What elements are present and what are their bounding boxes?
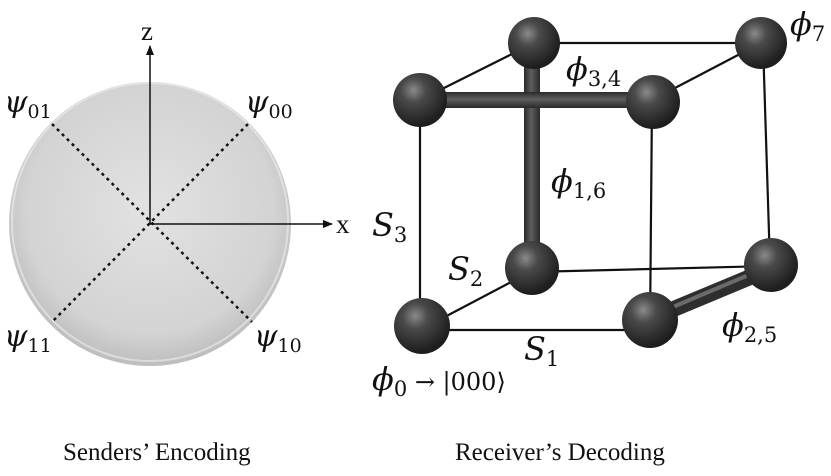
s1-label: S1: [524, 330, 559, 371]
s2-label: S2: [448, 250, 483, 291]
decoding-caption: Receiver’s Decoding: [455, 439, 665, 466]
node-front-top-left: [393, 73, 447, 127]
diagonal-psi01-psi10: [51, 123, 253, 323]
diagonal-psi00-psi11: [51, 123, 249, 323]
node-front-top-right: [626, 75, 680, 129]
edge-back-right: [761, 42, 772, 266]
node-back-top-right: [735, 17, 787, 69]
node-back-bottom-left: [505, 241, 559, 295]
node-front-bottom-right: [622, 292, 678, 348]
node-front-bottom-left: [394, 298, 450, 354]
phi16-label: ϕ1,6: [551, 162, 606, 203]
node-back-bottom-right: [744, 238, 798, 292]
rod-phi34: [424, 92, 652, 108]
encoding-caption: Senders’ Encoding: [63, 439, 251, 466]
phi7-label: ϕ7: [790, 5, 825, 46]
node-back-top-left: [508, 17, 560, 69]
edge-back-bottom: [529, 264, 771, 274]
s3-label: S3: [372, 206, 407, 247]
phi25-label: ϕ2,5: [722, 306, 777, 347]
z-axis-label: z: [141, 16, 153, 46]
decoding-panel: ϕ3,4 ϕ7 ϕ1,6 S3 S2 S1 ϕ2,5 ϕ0 → |000⟩: [372, 5, 825, 401]
psi10-label: ψ10: [254, 319, 302, 357]
phi0-label: ϕ0 → |000⟩: [372, 360, 506, 401]
psi11-label: ψ11: [4, 319, 52, 357]
rod-phi16: [524, 45, 540, 270]
edge-front-right: [648, 99, 654, 331]
phi34-label: ϕ3,4: [566, 50, 621, 91]
psi01-label: ψ01: [4, 85, 52, 123]
psi00-label: ψ00: [245, 85, 293, 123]
encoding-panel: z x ψ01 ψ00 ψ11 ψ10: [4, 16, 350, 366]
x-axis-label: x: [336, 209, 350, 239]
